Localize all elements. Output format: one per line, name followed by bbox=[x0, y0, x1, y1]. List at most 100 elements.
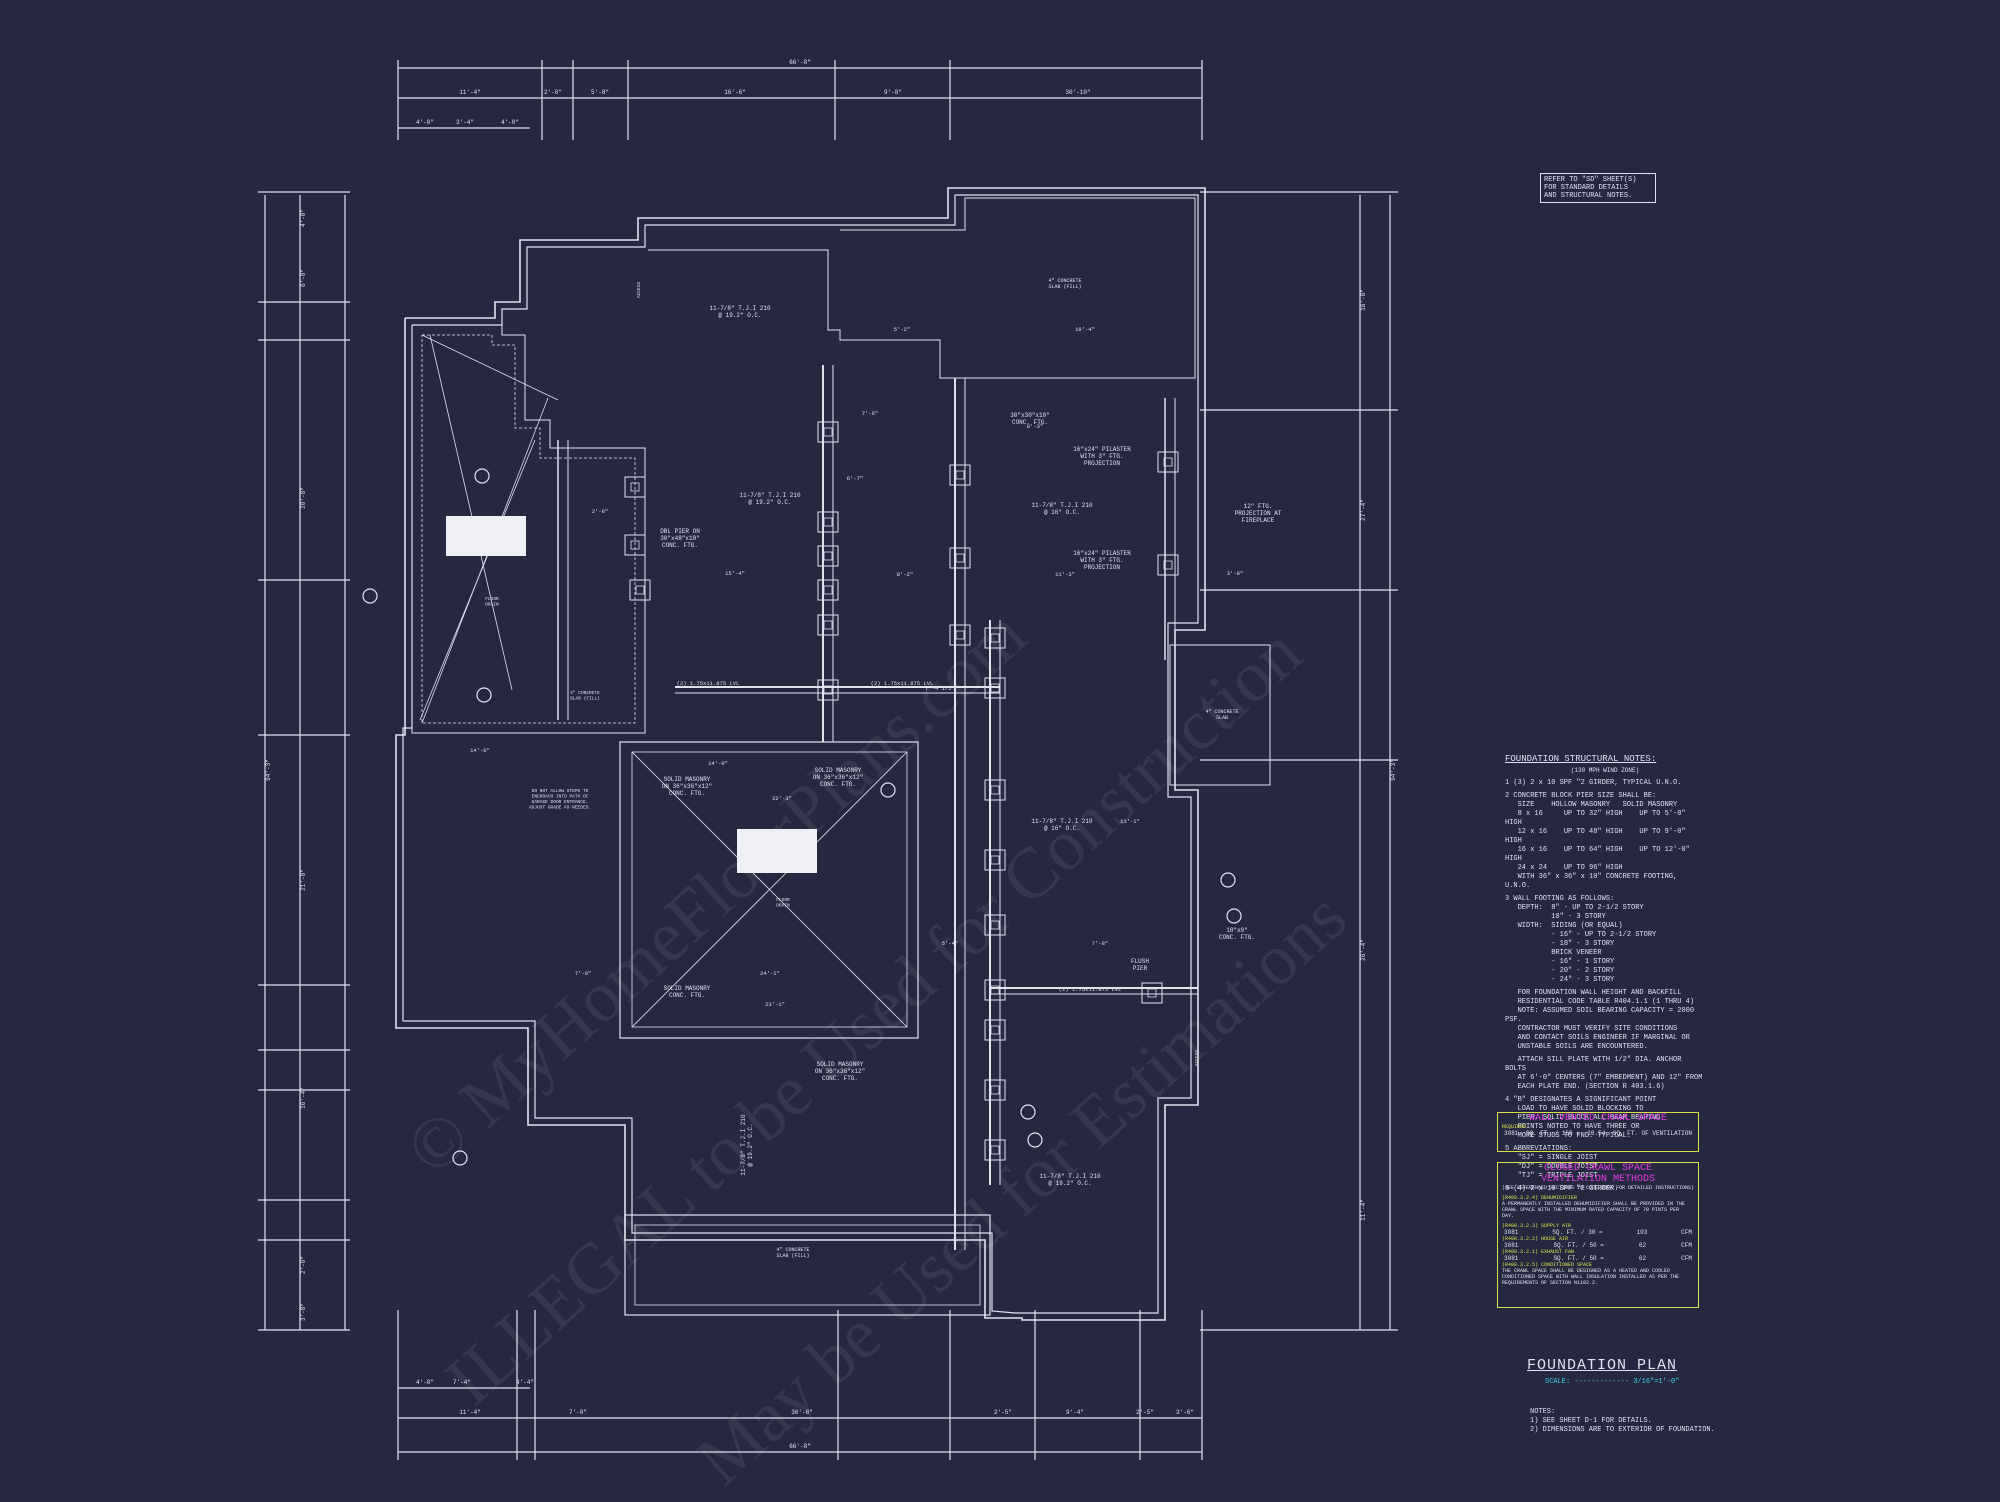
pier-core bbox=[990, 633, 1000, 643]
block-pier bbox=[984, 849, 1006, 871]
dimension-top: 4'-0" bbox=[416, 119, 434, 126]
block-pier bbox=[629, 579, 651, 601]
joist-label: @ 16" O.C. bbox=[1044, 825, 1080, 832]
garage-note: ENCROACH INTO PATH OF bbox=[532, 794, 589, 800]
pier-core bbox=[823, 551, 833, 561]
structural-note: 3 WALL FOOTING AS FOLLOWS: DEPTH: 8" - U… bbox=[1505, 895, 1657, 984]
dimension-right-overall: 94'-3" bbox=[1390, 759, 1397, 781]
floor-drain-label: DRAIN bbox=[776, 903, 790, 909]
supply-cfm: CFM bbox=[1681, 1229, 1692, 1236]
bottom-slab-inner bbox=[634, 1224, 981, 1306]
dimension-left: 21'-8" bbox=[300, 869, 307, 891]
section-marker bbox=[1027, 1132, 1043, 1148]
dimension-top-overall: 66'-8" bbox=[789, 59, 811, 66]
dimension-bottom: 7'-4" bbox=[453, 1379, 471, 1386]
dehumidifier-text: A PERMANENTLY INSTALLED DEHUMIDIFIER SHA… bbox=[1502, 1201, 1686, 1219]
joist-label: @ 19.2" O.C. bbox=[748, 499, 791, 506]
block-pier bbox=[817, 614, 839, 636]
dimension-label: 8'-3" bbox=[1027, 423, 1044, 430]
pier-core bbox=[823, 585, 833, 595]
section-marker bbox=[880, 782, 896, 798]
block-pier bbox=[817, 421, 839, 443]
joist-label: 11-7/8" T.J.I 210 bbox=[1031, 818, 1093, 825]
pier-core bbox=[955, 553, 965, 563]
pier-core bbox=[1163, 560, 1173, 570]
dimension-label: 5'-2" bbox=[894, 326, 911, 333]
exhaust-area: 3081 bbox=[1504, 1255, 1519, 1262]
structural-note: 5 ABBREVIATIONS: "SJ" = SINGLE JOIST "DJ… bbox=[1505, 1145, 1598, 1180]
dimension-bottom: 7'-0" bbox=[569, 1409, 587, 1416]
access-label: ACCESS bbox=[636, 282, 642, 299]
closed-crawl-box: CLOSED CRAWL SPACE VENTILATION METHODS (… bbox=[1497, 1162, 1699, 1308]
pier-label: DBL PIER ON bbox=[660, 528, 700, 535]
block-pier bbox=[984, 627, 1006, 649]
sheet-title: FOUNDATION PLAN bbox=[1527, 1357, 1678, 1374]
slab-label: SLAB (FILL) bbox=[776, 1253, 809, 1259]
block-pier bbox=[624, 534, 646, 556]
structural-note: FOR FOUNDATION WALL HEIGHT AND BACKFILL … bbox=[1505, 989, 1695, 1051]
pilaster-label: WITH 3" FTG. bbox=[1080, 557, 1123, 564]
house-cfm: CFM bbox=[1681, 1242, 1692, 1249]
block-pier bbox=[984, 1139, 1006, 1161]
wall-vented-required: REQUIRED bbox=[1502, 1124, 1527, 1130]
top-slab bbox=[648, 197, 1196, 379]
slab-label: SLAB (FILL) bbox=[570, 696, 600, 702]
section-marker bbox=[1226, 908, 1242, 924]
dimension-label: 8'-2" bbox=[897, 571, 914, 578]
dimension-label: 3'-8" bbox=[1227, 570, 1244, 577]
dimension-label: 7'-0" bbox=[575, 970, 592, 977]
foundation-wall-inner bbox=[402, 194, 1199, 1314]
dimension-label: 5'-4" bbox=[942, 940, 959, 947]
dimension-top: 5'-8" bbox=[591, 89, 609, 96]
exhaust-value: 62 bbox=[1638, 1255, 1647, 1262]
structural-note: ATTACH SILL PLATE WITH 1/2" DIA. ANCHOR … bbox=[1505, 1056, 1703, 1091]
garage-note: GARAGE DOOR ENTRANCE. bbox=[532, 799, 589, 805]
block-pier bbox=[984, 1079, 1006, 1101]
supply-air-label: (R408.3.2.3) SUPPLY AIR bbox=[1502, 1223, 1572, 1229]
section-marker bbox=[474, 468, 490, 484]
dimension-bottom: 30'-8" bbox=[791, 1409, 813, 1416]
masonry-label: SOLID MASONRY bbox=[664, 985, 711, 992]
masonry-label: CONC. FTG. bbox=[669, 992, 705, 999]
slab-label: 4" CONCRETE bbox=[570, 690, 600, 696]
foundation-wall-outer bbox=[395, 187, 1206, 1321]
dimension-left: 20'-8" bbox=[300, 487, 307, 509]
joist-label: 11-7/8" T.J.I 210 bbox=[1039, 1173, 1101, 1180]
dimension-left: 4'-0" bbox=[300, 209, 307, 227]
slab-label: 4" CONCRETE bbox=[1048, 278, 1081, 284]
fireplace-label: 12" FTG. bbox=[1244, 503, 1273, 510]
dimension-label: 14'-0" bbox=[470, 747, 490, 754]
pier-core bbox=[990, 1085, 1000, 1095]
dimension-bottom: 2'-5" bbox=[1136, 1409, 1154, 1416]
joist-label: 11-7/8" T.J.I 210 bbox=[740, 1114, 747, 1176]
house-area: 3081 bbox=[1504, 1242, 1519, 1249]
house-unit: SQ. FT. / 50 = bbox=[1553, 1242, 1604, 1249]
exhaust-fan-label: (R408.3.2.1) EXHAUST FAN bbox=[1502, 1249, 1575, 1255]
pier-core bbox=[990, 920, 1000, 930]
pier-label: CONC. FTG. bbox=[662, 542, 698, 549]
fireplace-label: PROJECTION AT bbox=[1235, 510, 1282, 517]
pilaster-label: PROJECTION bbox=[1084, 564, 1120, 571]
dimension-bottom: 4'-4" bbox=[516, 1379, 534, 1386]
section-marker bbox=[1020, 1104, 1036, 1120]
dimension-label: 2'-8" bbox=[592, 508, 609, 515]
dimension-label: 19'-4" bbox=[1075, 326, 1095, 333]
dimension-bottom: 11'-4" bbox=[459, 1409, 481, 1416]
pier-core bbox=[630, 482, 640, 492]
joist-label: @ 19.2" O.C. bbox=[718, 312, 761, 319]
masonry-label: CONC. FTG. bbox=[820, 781, 856, 788]
dimension-label: 14'-9" bbox=[708, 760, 728, 767]
slab-label: 4" CONCRETE bbox=[1205, 709, 1238, 715]
dimension-left: 6'-8" bbox=[300, 269, 307, 287]
dimension-right: 11'-4" bbox=[1360, 1199, 1367, 1221]
flush-pier-label: PIER bbox=[1133, 965, 1148, 972]
slab-label: SLAB bbox=[1216, 715, 1228, 721]
conditioned-label: (R408.3.2.5) CONDITIONED SPACE bbox=[1502, 1262, 1593, 1268]
pier-core bbox=[823, 517, 833, 527]
block-pier bbox=[949, 547, 971, 569]
pier-core bbox=[635, 585, 645, 595]
slab-diagonal bbox=[421, 397, 549, 724]
masonry-label: ON 36"x36"x12" bbox=[815, 1068, 865, 1075]
dimension-bottom: 3'-6" bbox=[1176, 1409, 1194, 1416]
bottom-slab bbox=[624, 1214, 991, 1316]
